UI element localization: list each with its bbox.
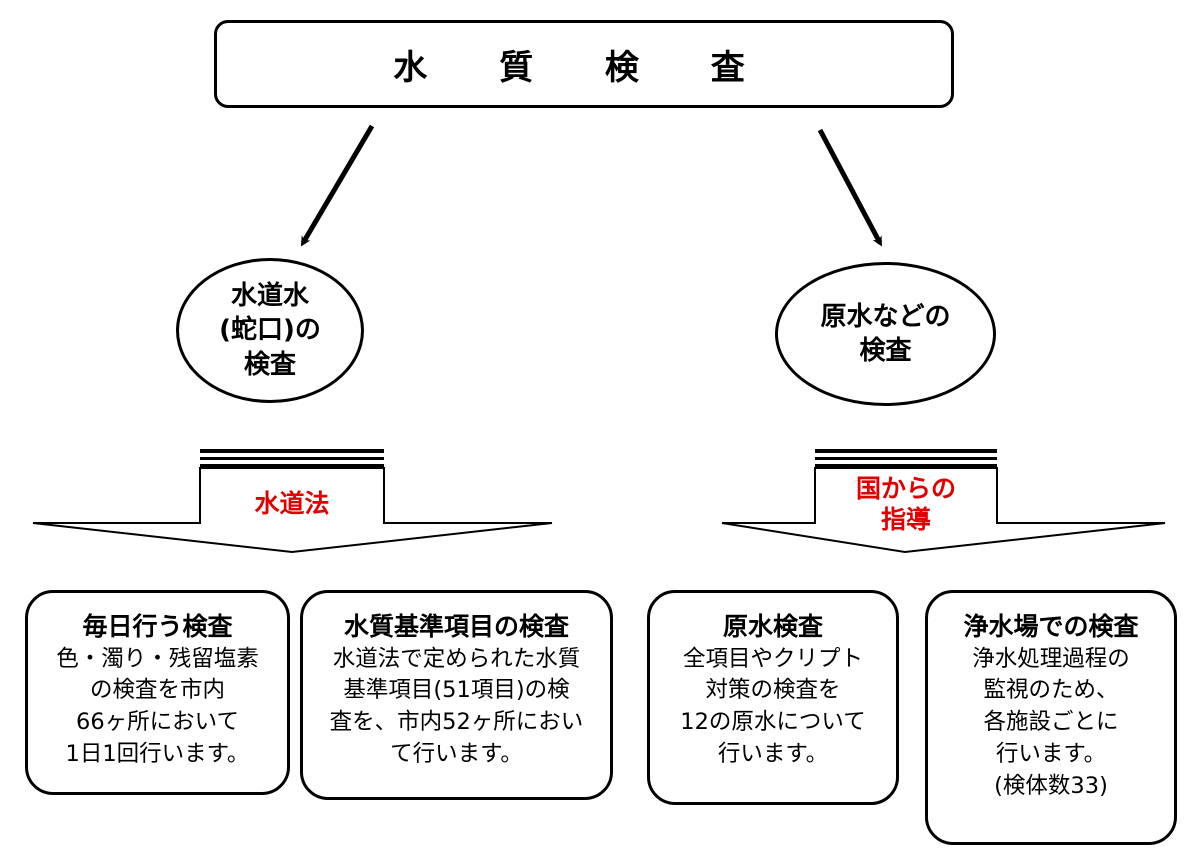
arrow-to-left-branch [300, 124, 375, 247]
card-heading: 浄水場での検査 [963, 612, 1139, 641]
tap-water-inspection-node: 水道水 (蛇口)の 検査 [176, 258, 364, 403]
arrow-to-right-branch [817, 128, 883, 247]
raw-water-inspection-node: 原水などの 検査 [775, 262, 996, 406]
card-heading: 毎日行う検査 [82, 612, 233, 641]
card-raw-water-inspection: 原水検査 全項目やクリプト 対策の検査を 12の原水について 行います。 [647, 590, 899, 805]
card-heading: 水質基準項目の検査 [343, 612, 569, 641]
card-body: 浄水処理過程の 監視のため、 各施設ごとに 行います。 (検体数33) [972, 645, 1130, 800]
card-daily-inspection: 毎日行う検査 色・濁り・残留塩素 の検査を市内 66ヶ所において 1日1回行いま… [25, 590, 290, 795]
card-body: 水道法で定められた水質 基準項目(51項目)の検 査を、市内52ヶ所におい て行… [329, 645, 584, 768]
card-purification-plant-inspection: 浄水場での検査 浄水処理過程の 監視のため、 各施設ごとに 行います。 (検体数… [925, 590, 1177, 845]
water-works-act-label: 水道法 [254, 489, 330, 518]
card-heading: 原水検査 [722, 612, 823, 641]
page-title: 水 質 検 査 [214, 20, 954, 108]
card-water-quality-standards: 水質基準項目の検査 水道法で定められた水質 基準項目(51項目)の検 査を、市内… [300, 590, 613, 800]
card-body: 全項目やクリプト 対策の検査を 12の原水について 行います。 [680, 645, 866, 768]
card-body: 色・濁り・残留塩素 の検査を市内 66ヶ所において 1日1回行います。 [56, 645, 259, 768]
left-block-arrow [32, 449, 553, 554]
national-guidance-label: 国からの 指導 [855, 474, 956, 535]
right-block-arrow [721, 449, 1166, 554]
